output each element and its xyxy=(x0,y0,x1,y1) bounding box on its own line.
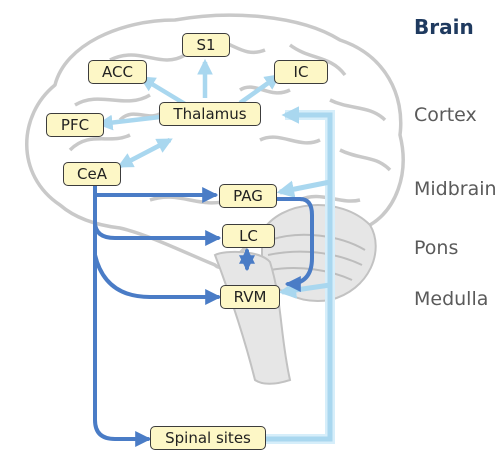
node-rvm: RVM xyxy=(220,285,280,309)
node-cea: CeA xyxy=(63,162,121,186)
node-s1: S1 xyxy=(182,33,230,57)
node-ic: IC xyxy=(274,60,328,84)
node-thalamus: Thalamus xyxy=(159,102,261,126)
region-label-cortex: Cortex xyxy=(414,104,477,126)
node-pfc: PFC xyxy=(46,113,104,137)
region-label-pons: Pons xyxy=(414,237,458,259)
region-label-medulla: Medulla xyxy=(414,288,488,310)
figure-title: Brain xyxy=(414,15,474,39)
node-acc: ACC xyxy=(88,60,147,84)
region-label-midbrain: Midbrain xyxy=(414,178,497,200)
node-spinal-sites: Spinal sites xyxy=(150,426,266,450)
node-lc: LC xyxy=(222,224,275,248)
node-pag: PAG xyxy=(219,184,277,208)
